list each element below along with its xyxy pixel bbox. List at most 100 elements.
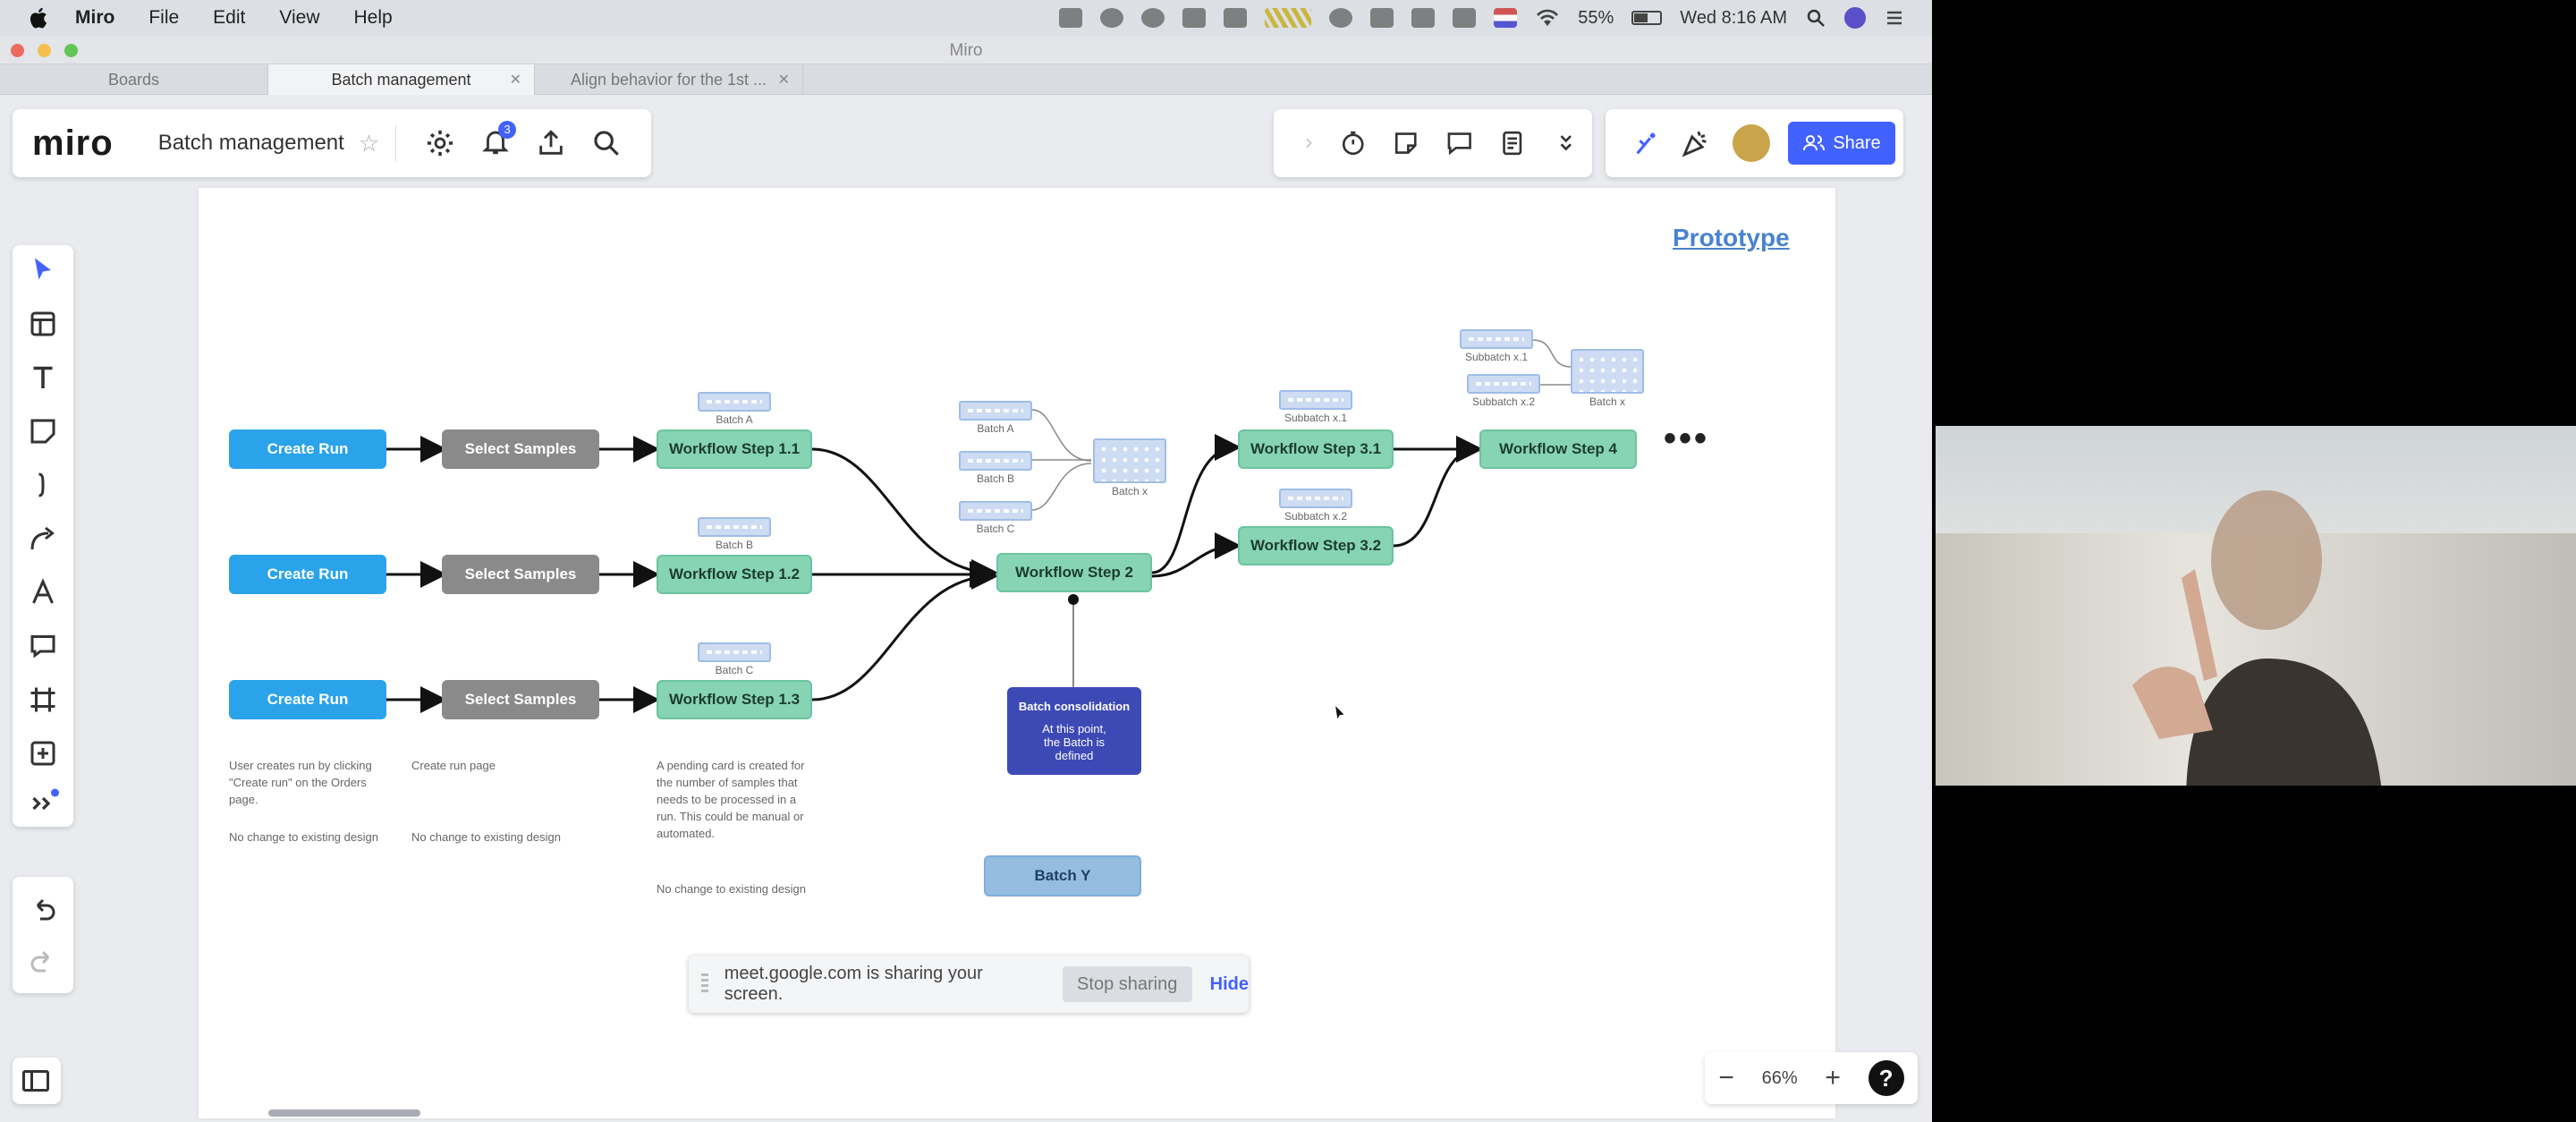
- select-cursor-icon[interactable]: [27, 254, 59, 286]
- bag-icon[interactable]: [1370, 8, 1394, 28]
- comment-tool-icon[interactable]: [27, 630, 59, 662]
- menu-edit[interactable]: Edit: [213, 7, 246, 28]
- batch-a-mini-card[interactable]: [959, 401, 1032, 421]
- airplay-icon[interactable]: [1453, 8, 1477, 28]
- clock[interactable]: Wed 8:16 AM: [1680, 7, 1787, 28]
- zoom-level[interactable]: 66%: [1761, 1067, 1798, 1088]
- workflow-step-3-2-node[interactable]: Workflow Step 3.2: [1238, 526, 1394, 565]
- close-window-icon[interactable]: [11, 44, 24, 57]
- workflow-step-2-node[interactable]: Workflow Step 2: [996, 553, 1152, 592]
- subbatch-x1-card[interactable]: [1279, 390, 1352, 410]
- menu-file[interactable]: File: [148, 7, 180, 28]
- shapes-tool-icon[interactable]: [27, 469, 59, 501]
- control-center-icon[interactable]: [1884, 8, 1905, 28]
- workflow-step-3-1-node[interactable]: Workflow Step 3.1: [1238, 429, 1394, 469]
- battery-icon[interactable]: [1631, 11, 1663, 25]
- notes-list-icon[interactable]: [1498, 128, 1527, 158]
- stop-sharing-button[interactable]: Stop sharing: [1062, 966, 1192, 1002]
- text-tool-icon[interactable]: [27, 361, 59, 394]
- menu-app-miro[interactable]: Miro: [75, 7, 115, 28]
- create-run-node[interactable]: Create Run: [229, 680, 386, 719]
- cloud-icon[interactable]: [1182, 8, 1207, 28]
- tab-batch-management[interactable]: Batch management✕: [268, 64, 535, 95]
- comment-icon[interactable]: [1445, 128, 1474, 158]
- batch-a-card[interactable]: [698, 392, 771, 412]
- board-name[interactable]: Batch management: [157, 131, 344, 155]
- batch-consolidation-note[interactable]: Batch consolidation At this point, the B…: [1007, 687, 1141, 775]
- batch-x-result-grid[interactable]: [1571, 349, 1644, 394]
- pen-tool-icon[interactable]: [27, 576, 59, 608]
- horizontal-scrollbar[interactable]: [268, 1109, 420, 1117]
- reactions-icon[interactable]: [1632, 128, 1663, 158]
- frame-tool-icon[interactable]: [27, 684, 59, 716]
- apple-icon[interactable]: [27, 5, 52, 30]
- subbatch-x2-mini-card[interactable]: [1467, 374, 1540, 394]
- menu-view[interactable]: View: [279, 7, 320, 28]
- chevron-right-icon[interactable]: [1301, 128, 1318, 158]
- drag-handle-icon[interactable]: [701, 973, 708, 995]
- tab-boards[interactable]: Boards: [0, 64, 268, 95]
- menu-help[interactable]: Help: [353, 7, 393, 28]
- sticky-note-icon[interactable]: [1392, 128, 1420, 158]
- subbatch-x2-card[interactable]: [1279, 489, 1352, 508]
- create-run-node[interactable]: Create Run: [229, 555, 386, 594]
- connection-line-icon[interactable]: [27, 523, 59, 555]
- notifications[interactable]: 3: [468, 120, 523, 161]
- wifi-icon[interactable]: [1535, 8, 1560, 28]
- settings-gear-icon[interactable]: [425, 128, 455, 158]
- more-tools-icon[interactable]: [27, 787, 59, 820]
- zoom-in-button[interactable]: +: [1825, 1063, 1841, 1092]
- minimize-window-icon[interactable]: [38, 44, 51, 57]
- create-run-node[interactable]: Create Run: [229, 429, 386, 469]
- toggle-icon[interactable]: [1141, 8, 1165, 28]
- search-icon[interactable]: [591, 128, 622, 158]
- party-icon[interactable]: [1681, 128, 1711, 158]
- user-avatar[interactable]: [1733, 124, 1770, 162]
- batch-b-mini-card[interactable]: [959, 451, 1032, 471]
- upload-tool-icon[interactable]: [27, 737, 59, 769]
- meet-icon[interactable]: [1100, 8, 1124, 28]
- hide-banner-button[interactable]: Hide: [1209, 973, 1249, 994]
- batch-b-card[interactable]: [698, 517, 771, 537]
- tab-align-behavior[interactable]: Align behavior for the 1st ...✕: [535, 64, 803, 95]
- subbatch-x1-mini-card[interactable]: [1460, 329, 1533, 349]
- screen-record-icon[interactable]: [1059, 8, 1083, 28]
- spotlight-search-icon[interactable]: [1805, 7, 1826, 29]
- batch-c-card[interactable]: [698, 642, 771, 662]
- drive-icon[interactable]: [1411, 8, 1436, 28]
- templates-icon[interactable]: [27, 308, 59, 340]
- batch-y-node[interactable]: Batch Y: [984, 855, 1141, 897]
- select-samples-node[interactable]: Select Samples: [442, 429, 599, 469]
- select-samples-node[interactable]: Select Samples: [442, 680, 599, 719]
- star-icon[interactable]: ☆: [358, 129, 380, 157]
- miro-canvas[interactable]: miro Batch management ☆ 3: [0, 95, 1932, 1122]
- workflow-step-1-2-node[interactable]: Workflow Step 1.2: [657, 555, 812, 594]
- zoom-window-icon[interactable]: [64, 44, 78, 57]
- notes-icon[interactable]: [1265, 8, 1312, 28]
- menu-extras: 55% Wed 8:16 AM: [1059, 0, 1905, 36]
- sticky-note-tool-icon[interactable]: [27, 415, 59, 447]
- share-button[interactable]: Share: [1788, 122, 1895, 165]
- close-tab-icon[interactable]: ✕: [777, 72, 790, 88]
- prototype-link[interactable]: Prototype: [1673, 224, 1790, 251]
- workflow-step-1-1-node[interactable]: Workflow Step 1.1: [657, 429, 812, 469]
- keyboard-flag-icon[interactable]: [1494, 8, 1518, 28]
- close-tab-icon[interactable]: ✕: [509, 72, 521, 88]
- workflow-step-1-3-node[interactable]: Workflow Step 1.3: [657, 680, 812, 719]
- workflow-step-4-node[interactable]: Workflow Step 4: [1479, 429, 1637, 469]
- timer-icon[interactable]: [1339, 128, 1368, 158]
- redo-icon[interactable]: [27, 947, 59, 979]
- info-icon[interactable]: [1329, 8, 1353, 28]
- batch-c-mini-card[interactable]: [959, 501, 1032, 521]
- siri-icon[interactable]: [1844, 7, 1866, 29]
- help-button[interactable]: ?: [1868, 1060, 1904, 1096]
- miro-logo[interactable]: miro: [32, 123, 114, 163]
- collapse-icon[interactable]: [1552, 128, 1580, 158]
- batch-x-grid[interactable]: [1093, 438, 1166, 483]
- frames-panel-button[interactable]: [13, 1058, 61, 1104]
- display-icon[interactable]: [1224, 8, 1248, 28]
- select-samples-node[interactable]: Select Samples: [442, 555, 599, 594]
- zoom-out-button[interactable]: −: [1718, 1063, 1734, 1092]
- undo-icon[interactable]: [27, 895, 59, 927]
- upload-icon[interactable]: [536, 128, 566, 158]
